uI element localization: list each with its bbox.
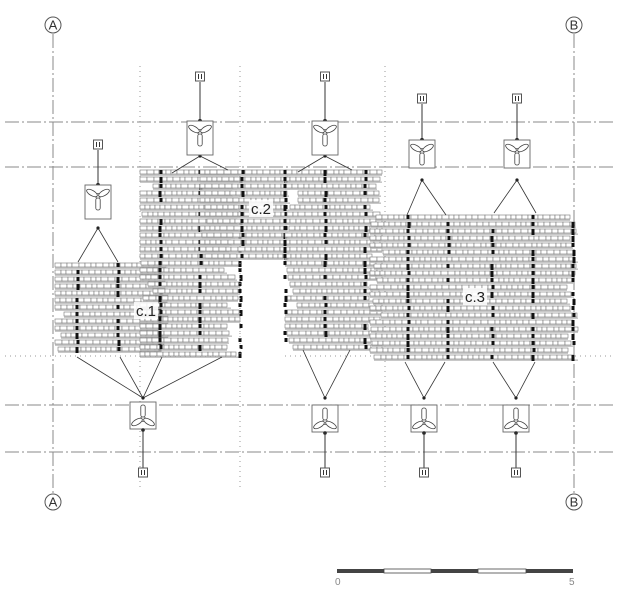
device-bottom-3 [410, 404, 438, 478]
bubble-circle [565, 493, 583, 511]
cluster-label-c2: c.2 [251, 201, 271, 218]
cluster-labels: c.1 c.2 c.3 [134, 200, 487, 320]
hanger-lines [76, 154, 537, 400]
tag-icon [93, 139, 103, 150]
scale-segment [383, 568, 432, 574]
tag-icon [138, 467, 148, 478]
bubble-label: A [49, 18, 58, 33]
bubble-label: B [570, 495, 579, 510]
device-bottom-1 [129, 401, 157, 478]
hanger-8 [404, 361, 446, 400]
cluster-c2-right [283, 169, 383, 351]
suspension-devices [84, 71, 531, 478]
brick-clusters [54, 169, 579, 361]
device-top-5 [503, 93, 531, 169]
scale-segment [337, 569, 384, 573]
hanger-7 [302, 349, 351, 400]
hanger-1 [77, 226, 119, 263]
scale-segment [431, 569, 478, 573]
tag-icon [195, 71, 205, 82]
scale-start-label: 0 [335, 577, 341, 588]
tag-icon [512, 93, 522, 104]
scale-end-label: 5 [569, 577, 575, 588]
hanger-5 [493, 178, 537, 214]
scale-segment [526, 569, 573, 573]
cluster-c2-mid [199, 169, 290, 260]
device-bottom-4 [502, 404, 530, 478]
cluster-label-c1: c.1 [136, 303, 156, 320]
grid-bubble-a-bottom: A [44, 493, 62, 511]
grid-bubble-b-bottom: B [565, 493, 583, 511]
hanger-6 [76, 356, 223, 400]
bubble-circle [44, 493, 62, 511]
tag-icon [320, 71, 330, 82]
cluster-c3 [369, 214, 579, 361]
device-bottom-2 [311, 404, 339, 478]
bubble-label: A [49, 495, 58, 510]
grid-lines [5, 34, 614, 493]
hanger-4 [406, 178, 447, 216]
bubble-circle [44, 16, 62, 34]
device-top-4 [408, 93, 436, 169]
device-top-2 [186, 71, 214, 156]
tag-icon [417, 93, 427, 104]
bubble-circle [565, 16, 583, 34]
cluster-label-c3: c.3 [465, 289, 485, 306]
grid-bubble-b-top: B [565, 16, 583, 34]
hanger-3 [297, 154, 353, 173]
hanger-9 [492, 361, 536, 400]
bubble-label: B [570, 18, 579, 33]
grid-bubble-a-top: A [44, 16, 62, 34]
tag-icon [511, 467, 521, 478]
tag-icon [419, 467, 429, 478]
device-top-1 [84, 139, 112, 220]
tag-icon [320, 467, 330, 478]
scale-bar: 0 5 [335, 568, 575, 588]
device-top-3 [311, 71, 339, 156]
scale-segment [477, 568, 527, 574]
